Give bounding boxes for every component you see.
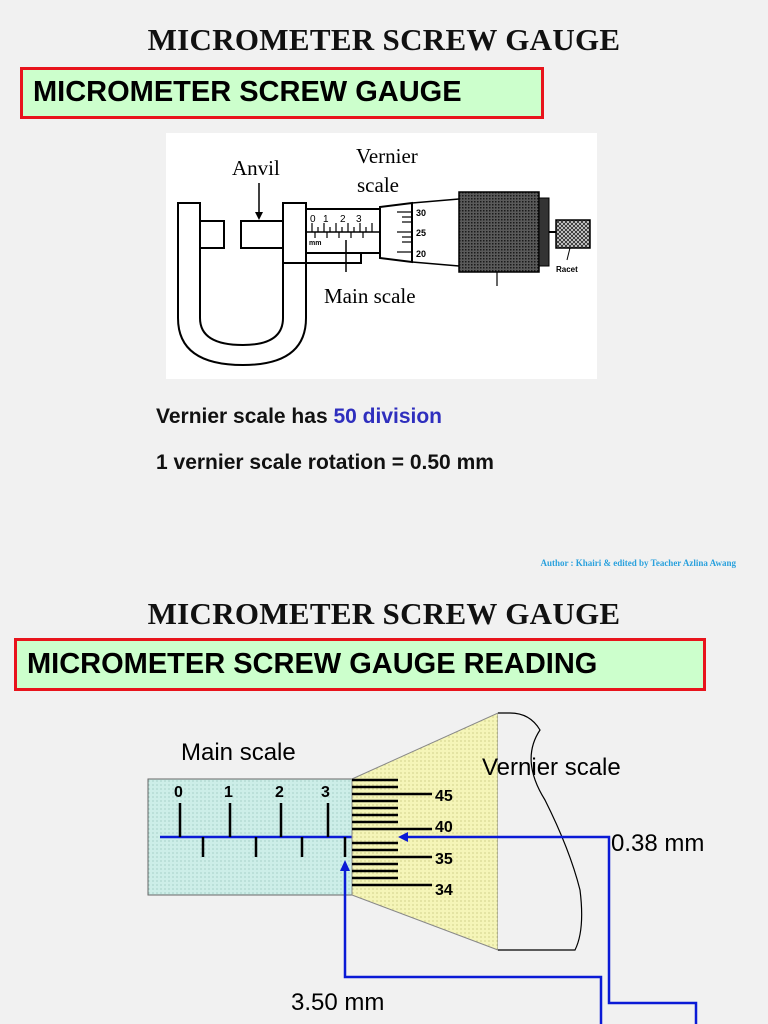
u-frame [177, 202, 362, 367]
slide1-boxed-heading: MICROMETER SCREW GAUGE [20, 67, 544, 119]
thimble-number-30: 30 [416, 208, 426, 218]
sleeve-number-3: 3 [356, 214, 362, 225]
anvil [199, 220, 225, 249]
knurled-knob [458, 191, 540, 273]
thimble-divisions [352, 778, 432, 887]
spindle [240, 220, 284, 249]
ratchet [555, 219, 591, 249]
vernier-label-line2: scale [357, 173, 399, 197]
vernier-reading-arrow [402, 835, 698, 1024]
sleeve-unit-mark: mm [309, 240, 321, 247]
ratchet-label: Racet [556, 265, 578, 274]
slide1-title: MICROMETER SCREW GAUGE [147, 22, 621, 57]
division-line-prefix: Vernier scale has [156, 405, 334, 428]
thimble-number-20: 20 [416, 249, 426, 259]
division-count: 50 division [333, 405, 443, 428]
rotation-line: 1 vernier scale rotation = 0.50 mm [156, 451, 494, 474]
main-number-0: 0 [174, 784, 183, 801]
sleeve-ticks [311, 223, 373, 238]
thimble-number-40: 40 [435, 819, 453, 836]
main-reading-arrow [343, 866, 603, 1024]
thimble-number-35: 35 [435, 851, 453, 868]
thimble-cone [351, 712, 499, 951]
slide2-boxed-heading: MICROMETER SCREW GAUGE READING [14, 638, 706, 691]
main-reading-label: 3.50 mm [291, 989, 384, 1016]
division-line: Vernier scale has 50 division [156, 405, 442, 429]
author-credit: Author : Khairi & edited by Teacher Azli… [540, 558, 736, 568]
main-number-2: 2 [275, 784, 284, 801]
main-scale-label: Main scale [324, 284, 416, 308]
thimble-number-25: 25 [416, 228, 426, 238]
sleeve-number-0: 0 [310, 214, 316, 225]
vernier-reading-label: 0.38 mm [611, 830, 704, 857]
vernier-label-line1: Vernier [356, 144, 418, 168]
thimble-back-curve [498, 712, 583, 951]
thimble-ticks [397, 211, 412, 253]
main-scale-title: Main scale [181, 739, 296, 766]
slide2-title: MICROMETER SCREW GAUGE [147, 596, 621, 631]
main-number-3: 3 [321, 784, 330, 801]
thimble-number-45: 45 [435, 788, 453, 805]
anvil-label: Anvil [232, 156, 280, 180]
sleeve-number-2: 2 [340, 214, 346, 225]
main-number-1: 1 [224, 784, 233, 801]
thimble-number-34: 34 [435, 882, 453, 899]
vernier-scale-title: Vernier scale [482, 754, 621, 781]
sleeve-number-1: 1 [323, 214, 329, 225]
main-scale-ticks [178, 803, 347, 857]
